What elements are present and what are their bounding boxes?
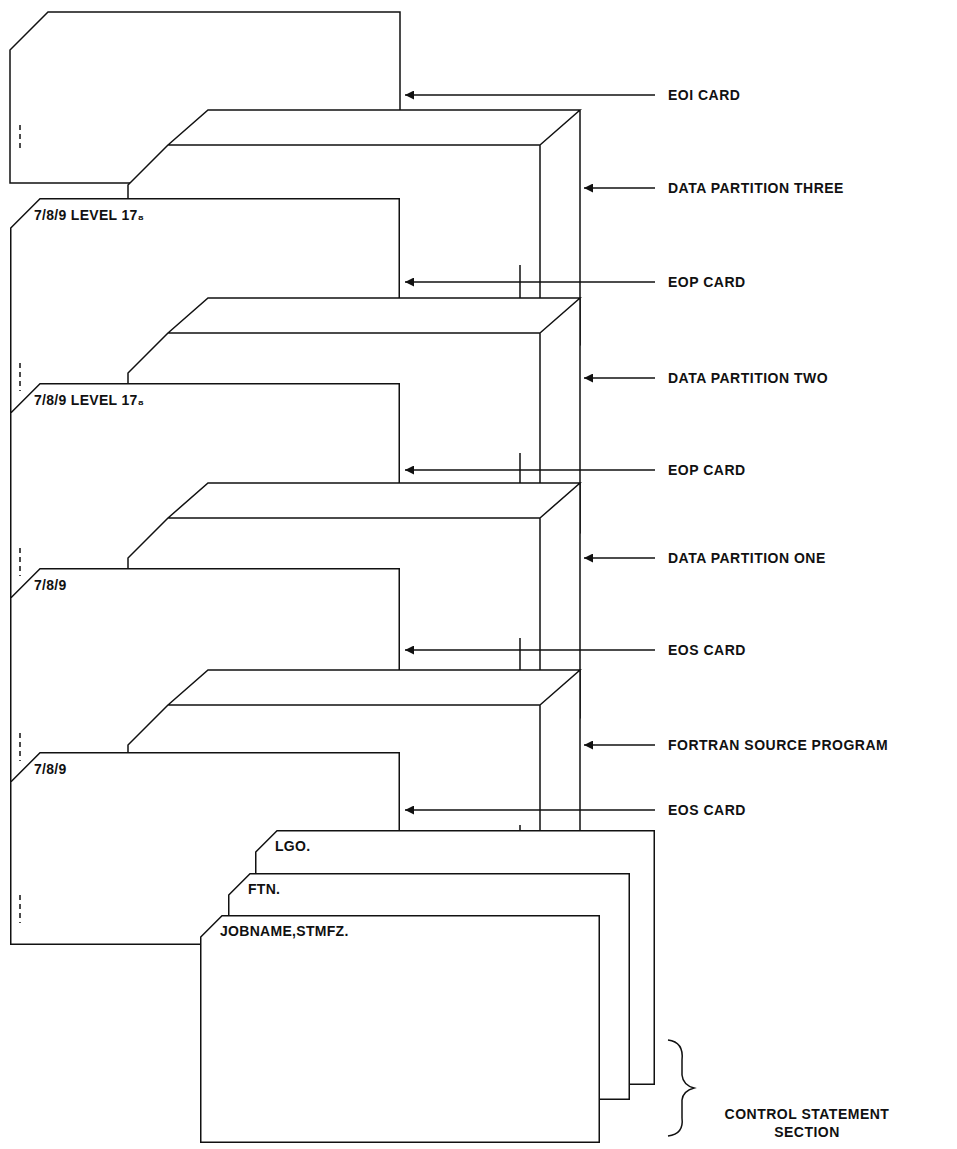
card-text: 7/8/9 (34, 576, 67, 594)
card-outline (11, 569, 400, 783)
punch-card: JOBNAME,STMFZ. (200, 915, 600, 1143)
card-text: LGO. (275, 837, 310, 855)
card-shape (200, 915, 600, 1143)
leader-arrow (405, 94, 655, 96)
card-mark (19, 125, 21, 152)
card-text: FTN. (248, 880, 280, 898)
callout-label: FORTRAN SOURCE PROGRAM (668, 736, 888, 754)
callout-label: DATA PARTITION THREE (668, 179, 844, 197)
leader-arrow (405, 281, 655, 283)
leader-arrow (584, 744, 655, 746)
card-outline (11, 384, 400, 598)
leader-arrow (405, 809, 655, 811)
leader-arrow (405, 649, 655, 651)
leader-arrow (584, 187, 655, 189)
card-text: 7/8/9 LEVEL 17₈ (34, 391, 144, 409)
callout-label: EOI CARD (668, 86, 740, 104)
callout-label: EOP CARD (668, 273, 746, 291)
card-outline (201, 916, 600, 1143)
card-text: 7/8/9 LEVEL 17₈ (34, 206, 144, 224)
section-label: CONTROL STATEMENT SECTION (712, 1105, 902, 1141)
callout-label: EOP CARD (668, 461, 746, 479)
card-mark (19, 733, 21, 761)
callout-label: EOS CARD (668, 801, 746, 819)
card-mark (19, 895, 21, 923)
callout-label: DATA PARTITION ONE (668, 549, 826, 567)
callout-label: DATA PARTITION TWO (668, 369, 828, 387)
card-text: JOBNAME,STMFZ. (220, 922, 349, 940)
leader-arrow (405, 469, 655, 471)
card-outline (11, 199, 400, 413)
card-text: 7/8/9 (34, 760, 67, 778)
curly-bracket (668, 1040, 694, 1136)
card-mark (19, 363, 21, 391)
leader-arrow (584, 557, 655, 559)
leader-arrow (584, 377, 655, 379)
callout-label: EOS CARD (668, 641, 746, 659)
card-mark (19, 548, 21, 576)
